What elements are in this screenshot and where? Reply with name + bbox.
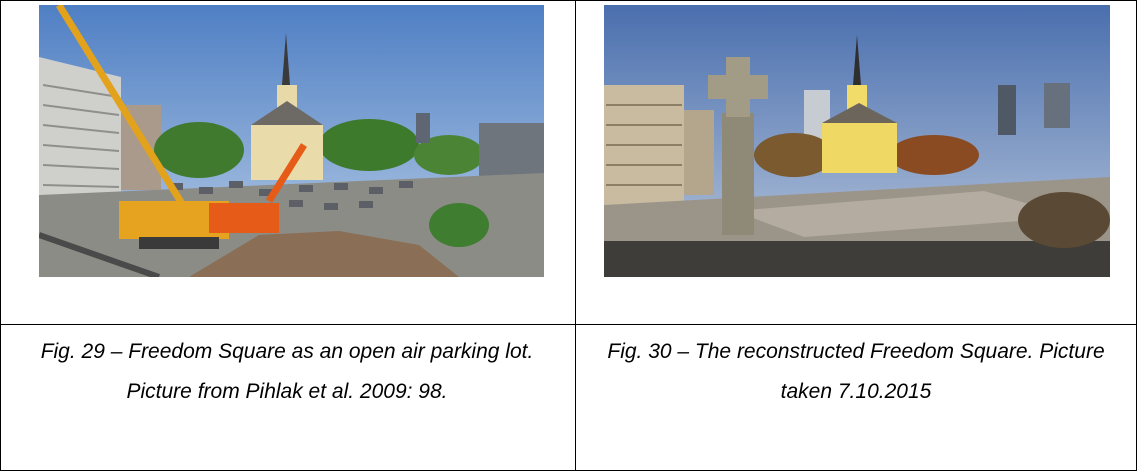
image-row [0,0,1137,325]
figure-29-caption-cell: Fig. 29 – Freedom Square as an open air … [0,324,576,471]
figure-30-photo [604,5,1110,277]
figure-29-photo [39,5,544,277]
figure-29-caption: Fig. 29 – Freedom Square as an open air … [40,340,534,403]
figure-30-image-cell [575,0,1137,325]
caption-row: Fig. 29 – Freedom Square as an open air … [0,324,1137,471]
figure-30-caption: Fig. 30 – The reconstructed Freedom Squa… [607,340,1105,403]
figure-29-image-cell [0,0,576,325]
figure-30-caption-cell: Fig. 30 – The reconstructed Freedom Squa… [575,324,1137,471]
